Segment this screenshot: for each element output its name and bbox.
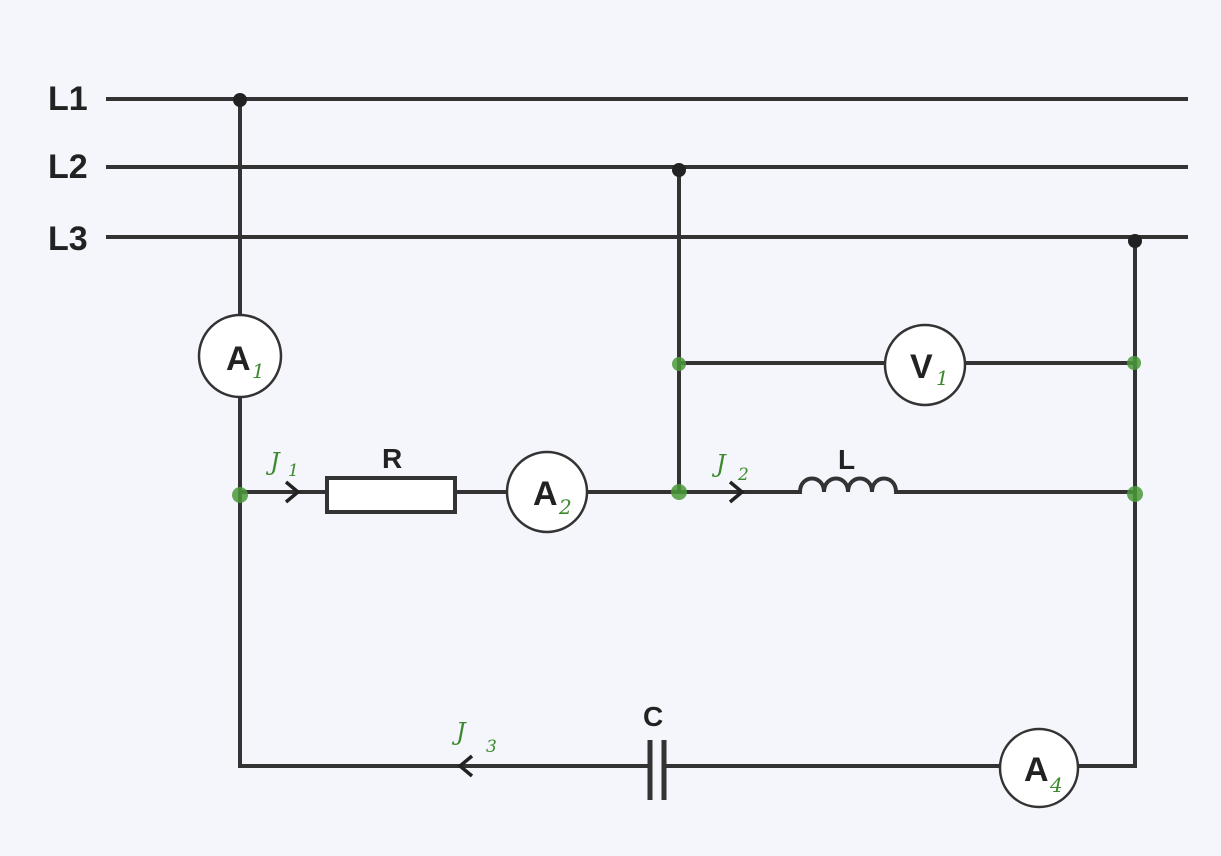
ammeter-a2-letter: A [533, 475, 558, 513]
voltmeter-v1-circle [883, 323, 967, 407]
junction-v1-left [672, 357, 686, 371]
ammeter-a2-subscript: 2 [558, 495, 572, 519]
junction-node-left [232, 487, 248, 503]
junction-node-mid [671, 484, 687, 500]
current-arrow-i2 [728, 480, 745, 504]
ammeter-a4: A 4 [998, 727, 1080, 809]
current-label-i1: J [265, 448, 281, 476]
voltmeter-v1-letter: V [910, 348, 933, 386]
current-label-i2: J [711, 450, 727, 478]
junction-l2 [672, 163, 686, 177]
voltmeter-v1-subscript: 1 [936, 366, 949, 390]
inductor-l [797, 476, 899, 495]
ammeter-a1-letter: A [226, 340, 251, 378]
line-label-l2: L2 [48, 148, 88, 186]
resistor-label: R [382, 443, 402, 474]
junction-l1 [233, 93, 247, 107]
current-sub-i2: 2 [737, 465, 749, 485]
ammeter-a1-subscript: 1 [252, 359, 265, 383]
current-arrow-i1 [284, 480, 301, 504]
voltmeter-v1: V 1 [883, 323, 967, 407]
inductor-label: L [838, 444, 855, 475]
ammeter-a1-circle [197, 313, 283, 399]
ammeter-a4-circle [998, 727, 1080, 809]
current-label-i3: J [451, 718, 467, 746]
ammeter-a2: A 2 [505, 450, 589, 534]
current-arrow-i3 [457, 754, 474, 778]
current-sub-i1: 1 [288, 461, 299, 481]
ammeter-a1: A 1 [197, 313, 283, 399]
ammeter-a4-subscript: 4 [1049, 773, 1063, 797]
ammeter-a2-circle [505, 450, 589, 534]
junction-v1-right [1127, 356, 1141, 370]
junction-node-right [1127, 486, 1143, 502]
junction-l3 [1128, 234, 1142, 248]
line-label-l1: L1 [48, 80, 88, 118]
capacitor-label: C [643, 701, 663, 732]
resistor-r [325, 476, 457, 514]
line-label-l3: L3 [48, 220, 88, 258]
current-sub-i3: 3 [486, 737, 497, 757]
ammeter-a4-letter: A [1024, 751, 1049, 789]
